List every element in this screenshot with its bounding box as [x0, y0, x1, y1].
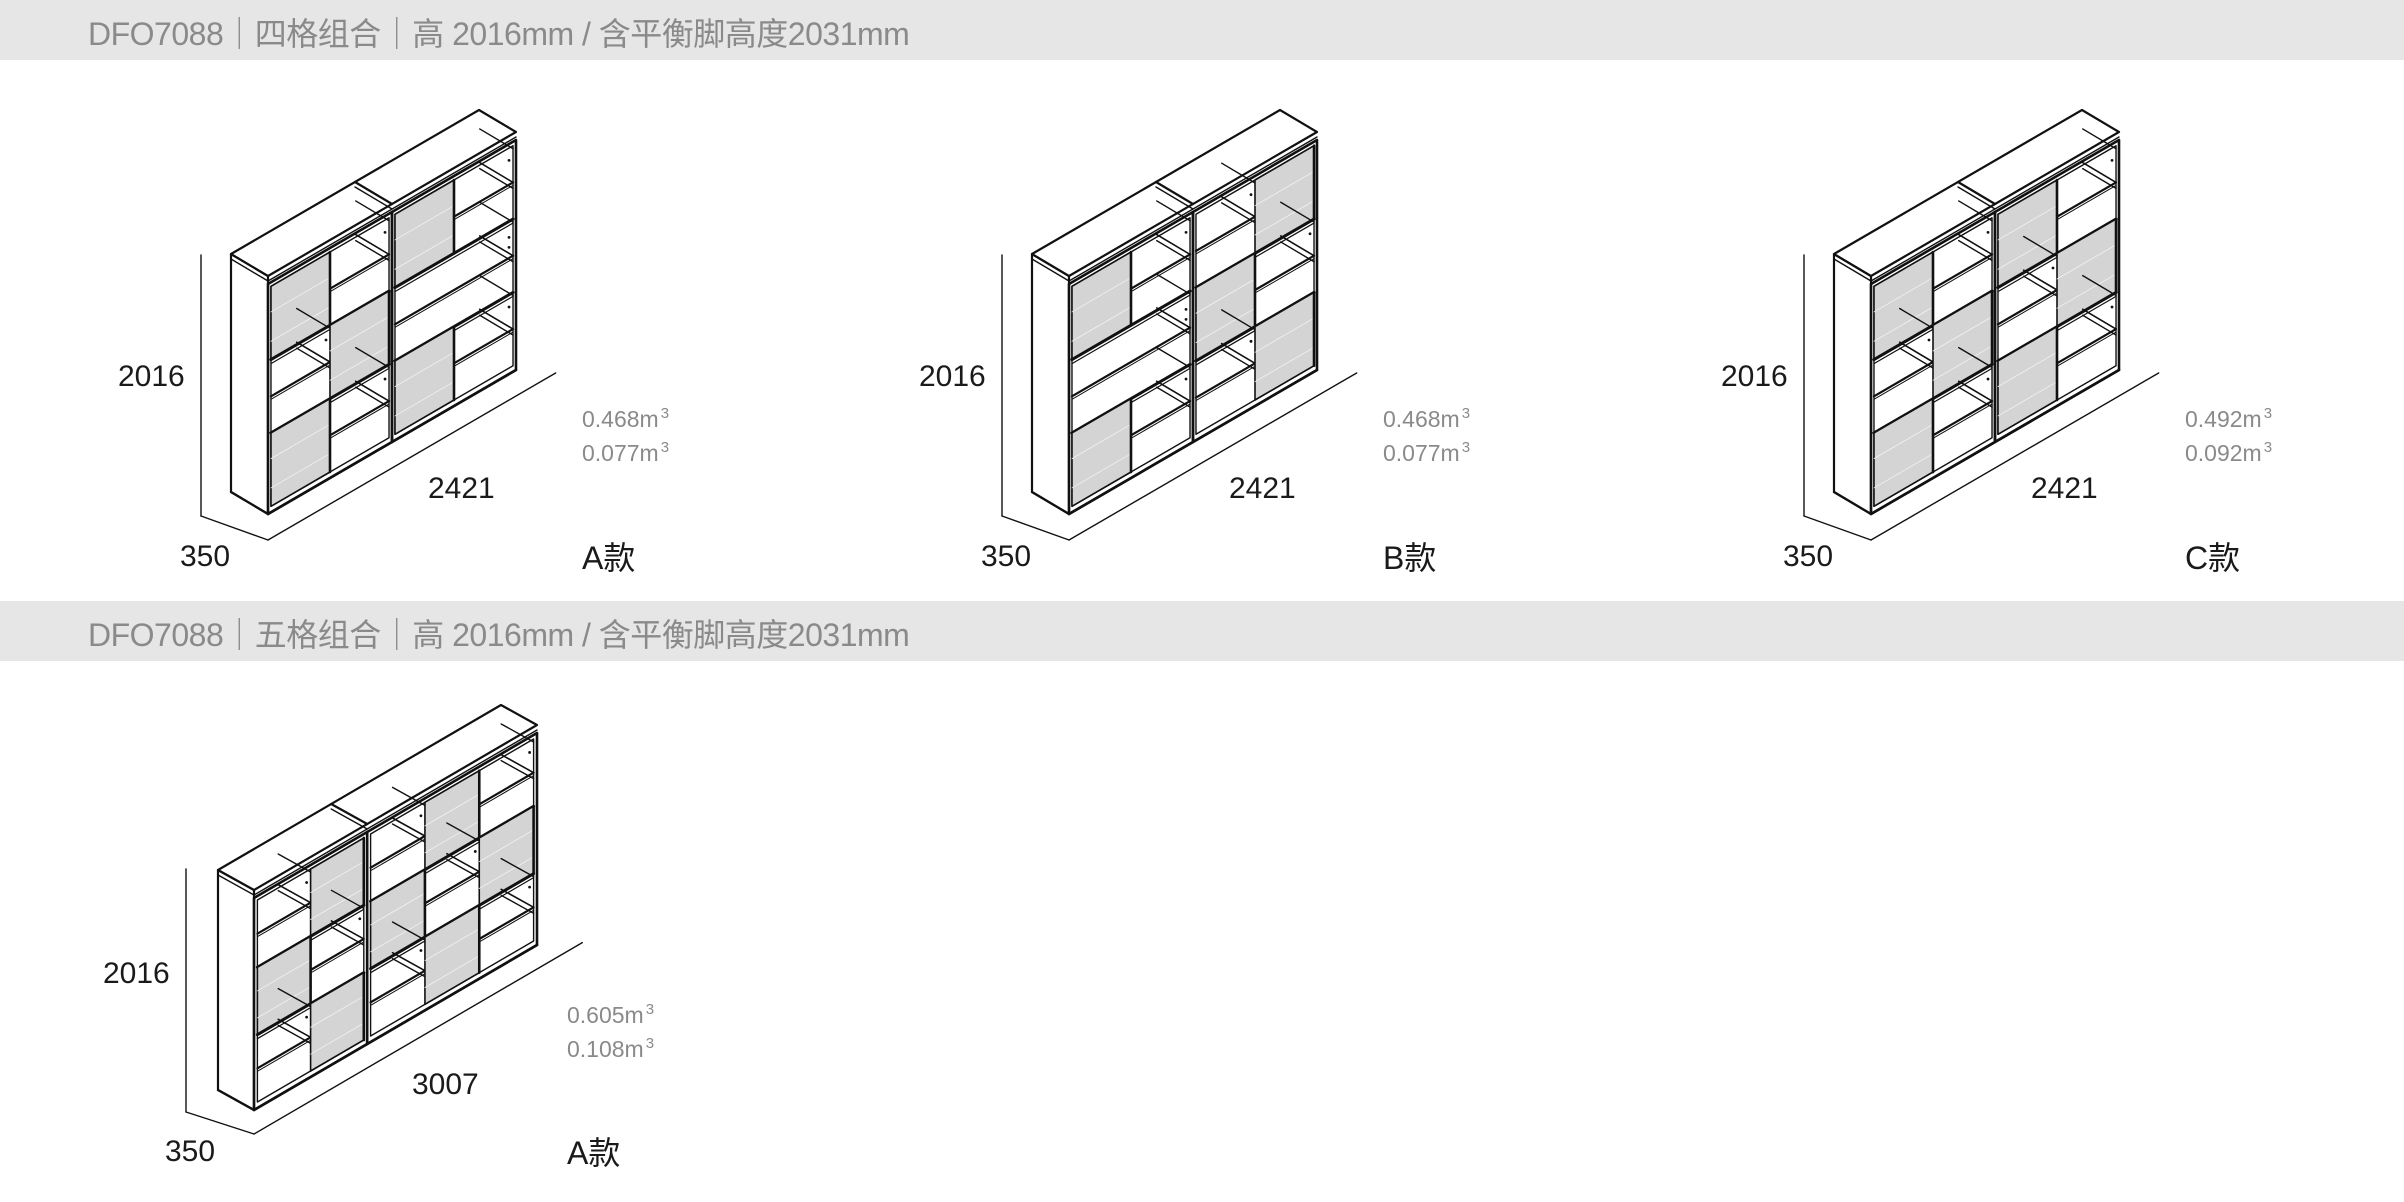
- variant-label: A款: [582, 540, 636, 576]
- variant-label: A款: [567, 1135, 621, 1171]
- width-dimension: 2421: [1229, 472, 1296, 505]
- section-title: DFO7088｜四格组合｜高 2016mm / 含平衡脚高度2031mm: [88, 16, 910, 52]
- variant-label: B款: [1383, 540, 1437, 576]
- width-dimension: 2421: [428, 472, 495, 505]
- height-dimension: 2016: [919, 360, 986, 393]
- width-dimension: 3007: [412, 1068, 479, 1101]
- section-title: DFO7088｜五格组合｜高 2016mm / 含平衡脚高度2031mm: [88, 617, 910, 653]
- section-header-four-grid: DFO7088｜四格组合｜高 2016mm / 含平衡脚高度2031mm: [0, 0, 2404, 60]
- variant-label: C款: [2185, 540, 2241, 576]
- depth-dimension: 350: [165, 1135, 216, 1168]
- width-dimension: 2421: [2031, 472, 2098, 505]
- depth-dimension: 350: [180, 540, 231, 573]
- section-header-five-grid: DFO7088｜五格组合｜高 2016mm / 含平衡脚高度2031mm: [0, 601, 2404, 661]
- cabinet-drawing-four-grid-a: [200, 108, 557, 541]
- cabinet-drawing-four-grid-b: [1001, 108, 1358, 541]
- height-dimension: 2016: [118, 360, 185, 393]
- cabinet-drawing-five-grid-a: [185, 703, 583, 1135]
- depth-dimension: 350: [981, 540, 1032, 573]
- depth-dimension: 350: [1783, 540, 1834, 573]
- height-dimension: 2016: [1721, 360, 1788, 393]
- height-dimension: 2016: [103, 957, 170, 990]
- cabinet-drawing-four-grid-c: [1803, 108, 2160, 541]
